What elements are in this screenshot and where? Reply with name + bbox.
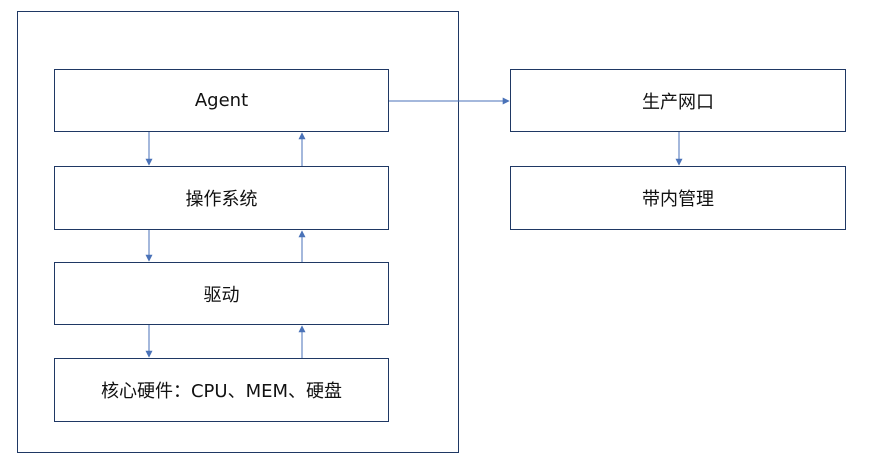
inband-mgmt-label: 带内管理 [642,189,714,210]
agent-box: Agent [54,69,389,132]
hardware-label: 核心硬件：CPU、MEM、硬盘 [100,381,343,402]
os-box: 操作系统 [54,166,389,230]
driver-box: 驱动 [54,262,389,325]
agent-label: Agent [194,90,249,111]
inband-mgmt-box: 带内管理 [510,166,846,230]
hardware-box: 核心硬件：CPU、MEM、硬盘 [54,358,389,422]
host-frame [17,11,459,453]
production-port-label: 生产网口 [642,91,714,113]
os-label: 操作系统 [185,189,258,210]
production-port-box: 生产网口 [510,69,846,132]
driver-label: 驱动 [203,284,240,306]
